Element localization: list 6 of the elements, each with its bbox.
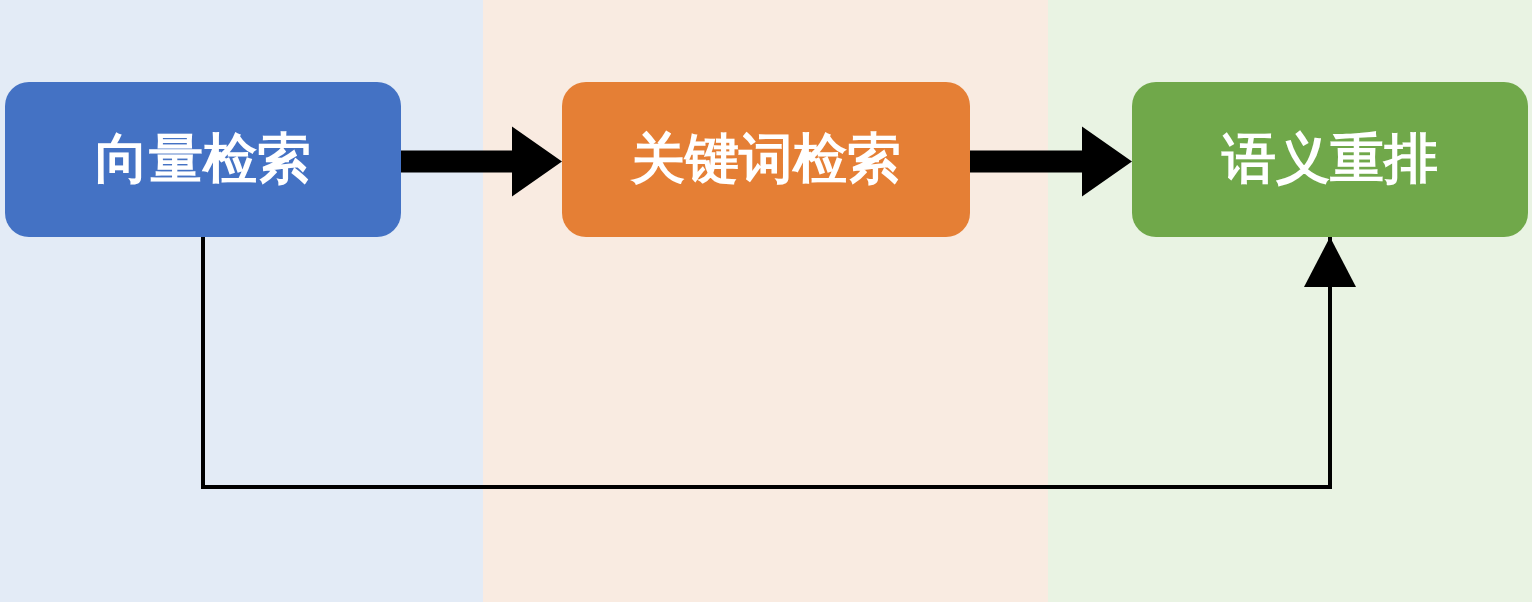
arrow: [970, 126, 1132, 197]
process-box: 关键词检索: [562, 82, 970, 237]
process-box: 向量检索: [5, 82, 401, 237]
arrow: [401, 126, 562, 197]
process-box: 语义重排: [1132, 82, 1528, 237]
arrow: [201, 237, 1356, 489]
